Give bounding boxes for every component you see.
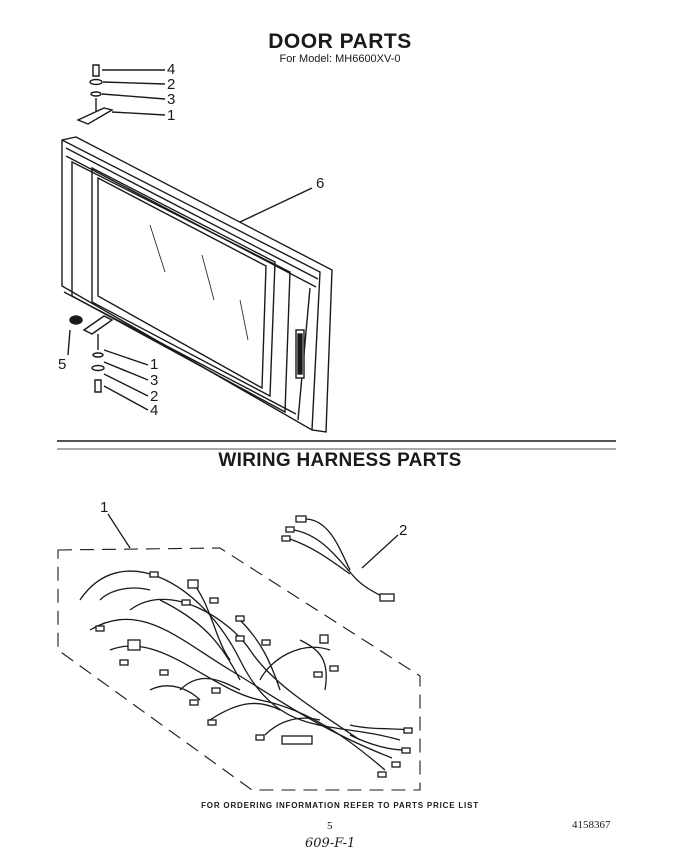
door-frame xyxy=(61,136,333,433)
upper-hinge-stack xyxy=(76,64,114,125)
callout-6-door: 6 xyxy=(316,175,325,192)
model-label: For Model: MH6600XV-0 xyxy=(279,53,401,65)
main-harness xyxy=(79,570,413,778)
callout-3-bottom: 3 xyxy=(150,372,159,389)
callout-1-harness: 1 xyxy=(100,499,109,516)
callout-4-top: 4 xyxy=(167,61,176,78)
lower-hinge-stack xyxy=(69,315,114,393)
callout-1-top: 1 xyxy=(167,107,176,124)
callout-2-harness: 2 xyxy=(399,522,408,539)
wiring-harness-title: WIRING HARNESS PARTS xyxy=(218,450,462,471)
door-parts-title: DOOR PARTS xyxy=(268,30,412,53)
callout-4-bottom: 4 xyxy=(150,402,159,419)
callout-2-bottom: 2 xyxy=(150,388,159,405)
harness-boundary xyxy=(57,547,421,791)
page-number: 5 xyxy=(327,820,333,832)
callout-1-bottom: 1 xyxy=(150,356,159,373)
callout-2-top: 2 xyxy=(167,76,176,93)
handwritten-note: 609-F-1 xyxy=(305,836,356,851)
small-harness xyxy=(281,515,395,602)
callout-5-left: 5 xyxy=(58,356,67,373)
callout-3-top: 3 xyxy=(167,91,176,108)
document-number: 4158367 xyxy=(572,819,611,831)
ordering-note: FOR ORDERING INFORMATION REFER TO PARTS … xyxy=(201,801,479,810)
